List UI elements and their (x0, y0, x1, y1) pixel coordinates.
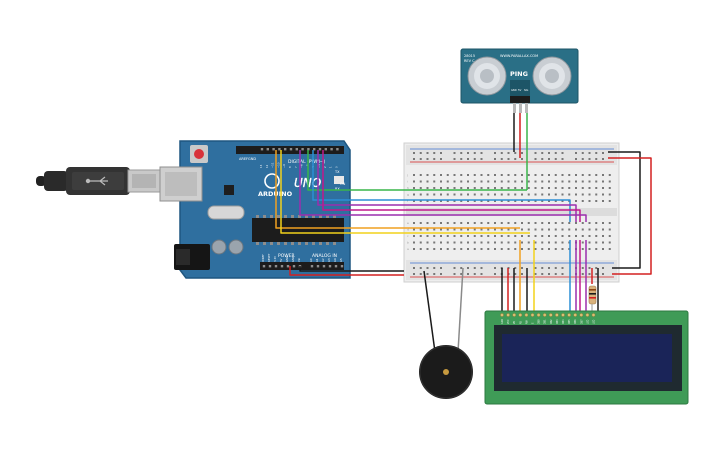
lcd-pin-label: GND (501, 319, 504, 324)
wire-rail-red-right (608, 157, 652, 275)
analog-pin-label: A2 (321, 258, 325, 262)
wire-d10-magenta (322, 150, 581, 222)
wire-gnd-black (299, 266, 404, 272)
wire-d12-orange (275, 150, 520, 229)
digital-pin-label: 13 (259, 164, 263, 168)
lcd-pin-label: DB5 (568, 319, 571, 324)
wire-d9-purple (317, 150, 577, 222)
wire-5v-red (289, 266, 404, 276)
sensor-pin-gnd: GND (511, 88, 517, 92)
breadboard-row-label: g (407, 193, 409, 197)
breadboard-row-label: a (407, 247, 409, 251)
breadboard-row-label: c (407, 234, 409, 238)
power-pin-label: IOREF (261, 254, 265, 262)
wire-buzzer-gray (457, 267, 464, 353)
digital-pin-label: 1 (329, 166, 333, 168)
wire-d13-yellow (280, 150, 530, 234)
digital-pin-label: ~6 (300, 164, 304, 168)
tx-label: TX (334, 170, 340, 174)
digital-pin-label: ~3 (317, 164, 321, 168)
rx-label: RX (335, 187, 340, 191)
lcd-pin-label: RW (525, 320, 528, 324)
lcd-pin-label: DB0 (538, 319, 541, 324)
sensor-pin-sig: SIG (524, 88, 528, 92)
lcd-pin-label: RS (519, 320, 522, 324)
analog-pin-label: A1 (315, 258, 319, 262)
breadboard-row-label: i (407, 180, 408, 184)
analog-pin-label: A0 (309, 258, 313, 262)
digital-pin-label: 2 (323, 166, 327, 168)
sensor-name: PING (510, 70, 528, 78)
lcd-pin-label: DB7 (580, 319, 583, 324)
digital-pin-label: 12 (265, 164, 269, 168)
usb-cable (36, 167, 161, 195)
sensor-revision: REV C (464, 59, 475, 63)
digital-pin-label: 8 (288, 166, 292, 168)
digital-header-label: DIGITAL (PWM~) (288, 159, 326, 165)
lcd-pin-label: DB3 (556, 319, 559, 324)
breadboard-row-label: d (407, 228, 409, 232)
power-pin-label: Vin (297, 258, 301, 262)
analog-pin-label: A3 (327, 258, 331, 262)
digital-pin-label: 7 (294, 166, 298, 168)
breadboard-row-label: b (407, 241, 409, 245)
breadboard-row-label: j (406, 173, 408, 177)
power-pin-label: 5V (279, 258, 283, 262)
lcd-pin-label: DB6 (574, 319, 577, 324)
sensor-part-number: 28015 (464, 54, 475, 58)
lcd-pin-label: DB2 (550, 319, 553, 324)
digital-pin-label: 0 (334, 166, 338, 168)
buzzer-hole-icon (443, 369, 449, 375)
wire-d8-blue (312, 150, 571, 222)
analog-pin-label: A5 (339, 258, 343, 262)
breadboard-row-label: e (407, 221, 409, 225)
gnd-label: GND (248, 157, 256, 161)
breadboard-row-label: f (407, 199, 409, 203)
power-pin-label: GND (285, 256, 289, 262)
digital-pin-label: ~10 (276, 162, 280, 168)
wire-rail-black-right (608, 151, 641, 269)
wires (275, 113, 652, 353)
sensor-pin-5v: 5V (518, 88, 522, 92)
digital-pin-label: ~11 (271, 162, 275, 168)
lcd-pin-label: DB4 (562, 319, 565, 324)
wire-buzzer-black (423, 270, 436, 353)
power-header-label: POWER (278, 253, 295, 259)
reset-button[interactable] (194, 149, 204, 159)
wire-d7-green (307, 150, 527, 191)
lcd-pin-label: LED (593, 319, 596, 324)
ping-ultrasonic-sensor: PING WWW.PARALLAX.COM 28015 REV C GND 5V… (460, 48, 579, 113)
lcd-pin-label: E (532, 322, 535, 324)
lcd-pin-label: VCC (507, 319, 510, 324)
lcd-pin-label: V0 (513, 321, 516, 324)
breadboard-row-label: h (407, 186, 409, 190)
arduino-logo-icon (264, 173, 280, 189)
aref-label: AREF (239, 157, 248, 161)
power-pin-label: RESET (267, 253, 271, 262)
wire-d11-purple (299, 150, 587, 222)
lcd-pin-label: LED (586, 319, 589, 324)
analog-header-label: ANALOG IN (312, 253, 337, 259)
lcd-pin-label: DB1 (544, 319, 547, 324)
power-pin-label: 3.3V (273, 256, 277, 262)
digital-pin-label: ~9 (282, 164, 286, 168)
resistor (588, 285, 597, 312)
analog-pin-label: A4 (333, 258, 337, 262)
sensor-website: WWW.PARALLAX.COM (500, 54, 538, 58)
usb-icon (85, 176, 108, 186)
power-pin-label: GND (291, 256, 295, 262)
piezo-buzzer (419, 345, 473, 399)
on-led-label: ON (340, 182, 346, 186)
